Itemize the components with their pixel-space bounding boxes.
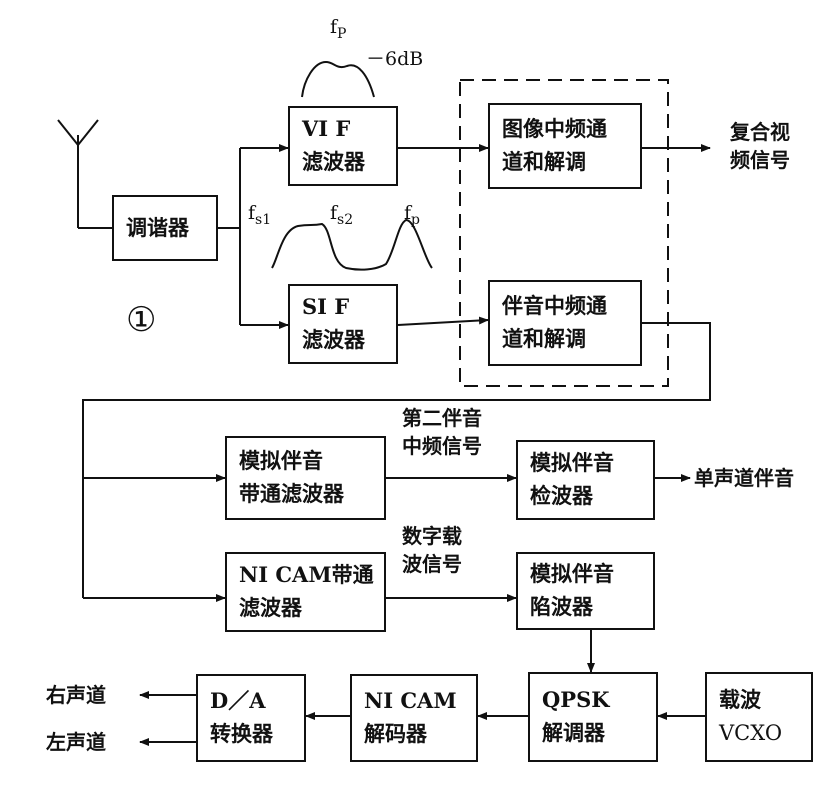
sif-label-1: SI F: [302, 294, 350, 320]
nicam-bpf-block: NI CAM带通 滤波器: [225, 552, 386, 632]
vcxo-label-1: 载波: [719, 687, 761, 713]
analog-bpf-label-1: 模拟伴音: [239, 448, 323, 474]
fp-top-label: fP: [330, 16, 347, 42]
if-module-boundary: [459, 79, 669, 387]
analog-detector-label-2: 检波器: [530, 483, 593, 508]
da-label-1: D／A: [210, 688, 266, 714]
mono-sound-label: 单声道伴音: [694, 466, 794, 490]
sound-if-label-1: 伴音中频通: [502, 293, 607, 319]
sif-filter-block: SI F 滤波器: [288, 284, 398, 364]
sound-if-block: 伴音中频通 道和解调: [488, 280, 642, 366]
da-label-2: 转换器: [210, 721, 273, 746]
da-converter-block: D／A 转换器: [196, 674, 306, 762]
qpsk-label-1: QPSK: [542, 687, 610, 713]
nicam-decoder-label-1: NI CAM: [364, 688, 457, 714]
analog-bpf-block: 模拟伴音 带通滤波器: [225, 436, 386, 520]
left-channel-label: 左声道: [46, 730, 106, 754]
composite-video-label: 复合视 频信号: [730, 120, 790, 172]
vif-response-curve: [301, 60, 375, 98]
analog-trap-label-1: 模拟伴音: [530, 561, 614, 587]
qpsk-label-2: 解调器: [542, 720, 605, 745]
picture-if-label-1: 图像中频通: [502, 116, 607, 142]
sif-label-2: 滤波器: [302, 327, 365, 352]
vcxo-block: 载波 VCXO: [705, 672, 813, 762]
fs1-label: fs1: [248, 202, 272, 228]
analog-detector-label-1: 模拟伴音: [530, 450, 614, 476]
fs2-label: fs2: [330, 202, 354, 228]
qpsk-demodulator-block: QPSK 解调器: [528, 672, 658, 762]
tuner-label: 调谐器: [126, 214, 189, 240]
analog-trap-block: 模拟伴音 陷波器: [516, 552, 655, 630]
nicam-decoder-label-2: 解码器: [364, 721, 427, 746]
antenna-icon: [57, 119, 112, 229]
tuner-block: 调谐器: [112, 195, 218, 261]
picture-if-label-2: 道和解调: [502, 149, 586, 174]
figure-number: ①: [126, 300, 157, 340]
nicam-bpf-label-1: NI CAM带通: [239, 562, 374, 588]
vcxo-label-2: VCXO: [719, 721, 783, 745]
sif-response-curve: [271, 218, 433, 271]
vif-label-1: VI F: [302, 116, 351, 142]
minus-6db-label: －6dB: [366, 48, 424, 70]
nicam-bpf-label-2: 滤波器: [239, 595, 302, 620]
nicam-decoder-block: NI CAM 解码器: [350, 674, 478, 762]
analog-trap-label-2: 陷波器: [530, 594, 593, 619]
vif-filter-block: VI F 滤波器: [288, 106, 398, 186]
picture-if-block: 图像中频通 道和解调: [488, 103, 642, 189]
analog-detector-block: 模拟伴音 检波器: [516, 440, 655, 520]
fp-mid-label: fp: [404, 202, 421, 228]
vif-label-2: 滤波器: [302, 149, 365, 174]
right-channel-label: 右声道: [46, 683, 106, 707]
digital-carrier-label: 数字载 波信号: [402, 524, 462, 576]
sound-if-label-2: 道和解调: [502, 326, 586, 351]
analog-bpf-label-2: 带通滤波器: [239, 481, 344, 506]
second-sound-if-label: 第二伴音 中频信号: [402, 406, 482, 458]
